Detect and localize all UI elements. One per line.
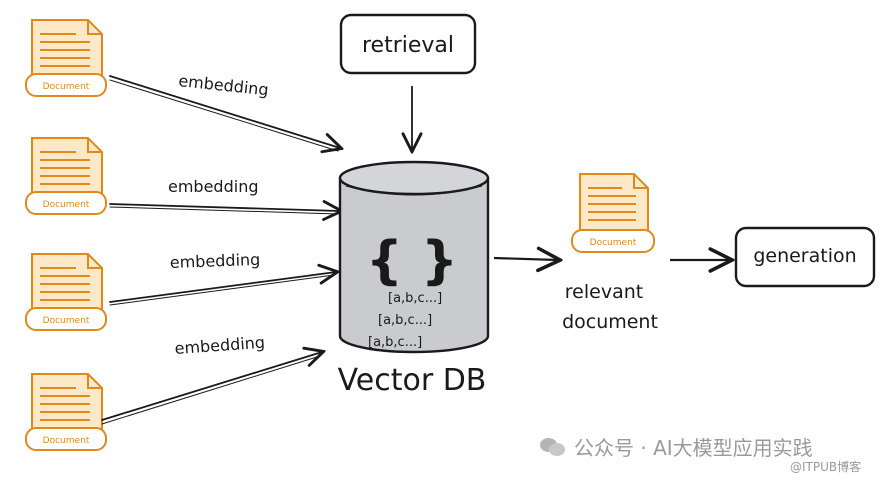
relevant-document: Document (571, 173, 655, 253)
retrieval-box: retrieval (339, 13, 477, 75)
vector-db-title: Vector DB (338, 363, 487, 398)
vector-row-2: [a,b,c...] (378, 313, 432, 328)
embedding-arrow-4 (101, 352, 322, 421)
source-document-2-label: Document (43, 200, 90, 210)
watermark: 公众号 · AI大模型应用实践 (540, 432, 813, 461)
source-document-4-label: Document (43, 436, 90, 446)
watermark-credit: @ITPUB博客 (790, 460, 862, 474)
source-document-3-label: Document (43, 316, 90, 326)
embedding-label-1: embedding (178, 71, 270, 99)
generation-label: generation (753, 245, 856, 267)
embedding-label-2: embedding (168, 177, 258, 196)
embedding-label-4: embedding (174, 333, 266, 358)
relevant-document-caption-line1: relevant (565, 281, 643, 303)
source-document-4: Document (25, 373, 107, 451)
vector-row-1: [a,b,c...] (388, 291, 442, 306)
retrieval-label: retrieval (362, 33, 454, 58)
source-document-1-label: Document (43, 82, 90, 92)
relevant-document-caption-line2: document (562, 311, 658, 333)
curly-braces-icon: { } (366, 231, 458, 291)
embedding-arrow-3 (109, 272, 336, 303)
embedding-label-3: embedding (169, 250, 260, 272)
vector-row-3: [a,b,c...] (368, 335, 422, 350)
wechat-icon (540, 436, 568, 458)
generation-box: generation (734, 226, 876, 288)
source-document-3: Document (25, 253, 107, 331)
db-to-document-arrow (493, 258, 558, 260)
source-document-1: Document (25, 19, 107, 97)
watermark-text: 公众号 · AI大模型应用实践 (574, 436, 813, 460)
embedding-arrows (101, 75, 340, 425)
embedding-arrow-2 (109, 204, 340, 211)
embedding-arrow-1 (109, 75, 340, 148)
source-document-2: Document (25, 137, 107, 215)
relevant-document-label: Document (590, 238, 637, 248)
vector-db-cylinder: { } [a,b,c...] [a,b,c...] [a,b,c...] (338, 160, 490, 354)
